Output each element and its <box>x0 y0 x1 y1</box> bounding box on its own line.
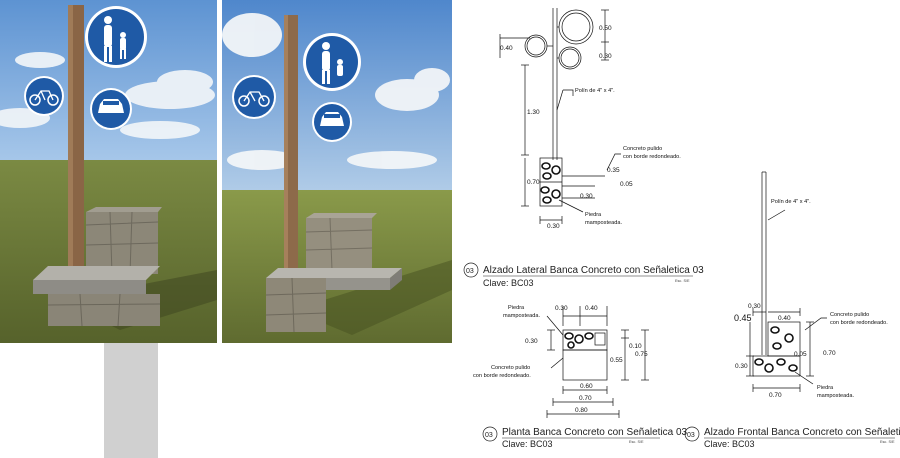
dim-130: 1.30 <box>527 109 540 116</box>
dim-030c: 0.30 <box>547 223 560 230</box>
render-angle-view <box>222 0 452 343</box>
note-stone-2: mamposteada. <box>503 313 540 319</box>
dim-080: 0.80 <box>575 407 588 414</box>
drawing-number: 03 <box>687 432 695 439</box>
note-post: Polín de 4" x 4". <box>771 199 811 205</box>
dim-045: 0.45 <box>734 313 752 323</box>
dim-030b: 0.30 <box>735 363 748 370</box>
dim-040: 0.40 <box>585 305 598 312</box>
clouds <box>222 13 450 170</box>
note-concrete-1: Concreto pulido <box>623 146 662 152</box>
dim-050: 0.50 <box>599 25 612 32</box>
car-sign <box>90 88 132 130</box>
concrete-bench <box>33 266 161 327</box>
note-post: Polín de 4" x 4". <box>575 88 615 94</box>
clouds <box>0 52 215 139</box>
dim-030: 0.30 <box>599 53 612 60</box>
drawing-number: 03 <box>485 432 493 439</box>
dim-005: 0.05 <box>794 351 807 358</box>
dim-060: 0.60 <box>580 383 593 390</box>
dim-070: 0.70 <box>527 179 540 186</box>
note-concrete-2: con borde redondeado. <box>623 154 681 160</box>
note-stone-2: mamposteada. <box>817 393 854 399</box>
note-concrete-1: Concreto pulido <box>830 312 869 318</box>
front-elevation-drawing <box>746 171 827 392</box>
drawing-key: Clave: BC03 <box>483 278 534 288</box>
stone-base <box>265 277 327 333</box>
pedestrian-sign <box>303 33 361 91</box>
drawing-scale: Esc. S/E <box>629 440 644 444</box>
grey-strip <box>104 343 158 458</box>
car-sign-outline <box>558 46 582 70</box>
side-elevation-title-block: 03 Alzado Lateral Banca Concreto con Señ… <box>463 262 704 288</box>
dim-070: 0.70 <box>579 395 592 402</box>
dim-040: 0.40 <box>778 315 791 322</box>
drawing-scale: Esc. S/E <box>675 279 690 283</box>
pedestrian-sign-outline <box>558 9 594 45</box>
front-elevation-title-block: 03 Alzado Frontal Banca Concreto con Señ… <box>684 426 900 449</box>
dim-005: 0.05 <box>620 181 633 188</box>
note-stone-2: mamposteada. <box>585 220 622 226</box>
dim-040: 0.40 <box>500 45 513 52</box>
dim-030b: 0.30 <box>580 193 593 200</box>
pedestrian-sign <box>85 6 147 68</box>
drawing-title: Alzado Lateral Banca Concreto con Señale… <box>483 265 704 276</box>
concrete-bench <box>266 268 402 290</box>
shadow <box>292 260 452 335</box>
note-concrete-2: con borde redondeado. <box>830 320 888 326</box>
car-sign <box>312 102 352 142</box>
front-bench-box <box>752 355 801 377</box>
bicycle-sign <box>24 76 64 116</box>
drawing-key: Clave: BC03 <box>704 439 755 449</box>
drawing-title: Alzado Frontal Banca Concreto con Señale… <box>704 427 900 438</box>
stone-pedestal <box>305 213 377 271</box>
note-stone-1: Piedra <box>585 212 602 218</box>
bicycle-sign <box>232 75 276 119</box>
drawing-number: 03 <box>466 268 474 275</box>
plan-drawing <box>546 306 649 418</box>
stone-pedestal <box>85 207 162 275</box>
note-stone-1: Piedra <box>817 385 834 391</box>
plan-bench-slab <box>562 349 608 381</box>
dim-035: 0.35 <box>607 167 620 174</box>
side-elevation-drawing <box>499 8 621 224</box>
render-front-view <box>0 0 217 343</box>
plan-title-block: 03 Planta Banca Concreto con Señaletica … <box>482 426 688 449</box>
dim-030: 0.30 <box>555 305 568 312</box>
note-concrete-1: Concreto pulido <box>491 365 530 371</box>
dim-030b: 0.30 <box>525 338 538 345</box>
dim-070: 0.70 <box>823 350 836 357</box>
drawing-title: Planta Banca Concreto con Señaletica 03 <box>502 427 688 438</box>
dim-070b: 0.70 <box>769 392 782 399</box>
dim-075: 0.75 <box>635 351 648 358</box>
note-stone-1: Piedra <box>508 305 525 311</box>
dim-030: 0.30 <box>748 303 761 310</box>
technical-drawings: 0.50 0.30 0.40 1.30 0.35 0.05 0.70 0.30 … <box>455 0 900 458</box>
note-concrete-2: con borde redondeado. <box>473 373 531 379</box>
drawing-key: Clave: BC03 <box>502 439 553 449</box>
dim-010: 0.10 <box>629 343 642 350</box>
drawing-scale: Esc. S/E <box>880 440 895 444</box>
dim-055: 0.55 <box>610 357 623 364</box>
